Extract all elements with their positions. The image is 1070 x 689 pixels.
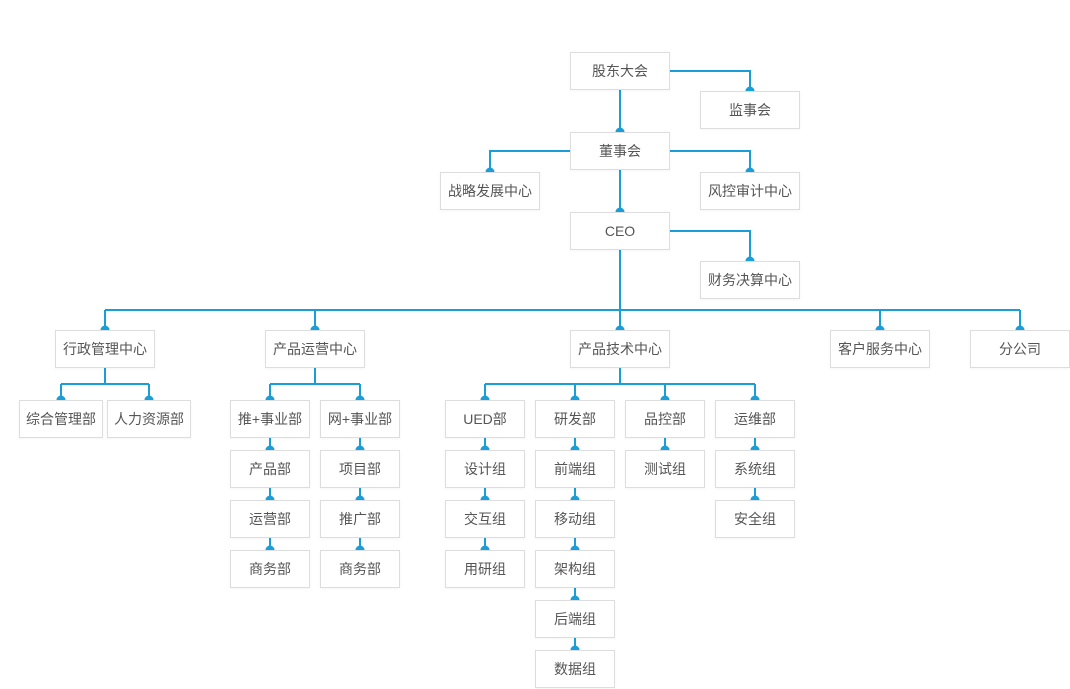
node-ued-dept[interactable]: UED部 (445, 400, 525, 438)
node-security-team[interactable]: 安全组 (715, 500, 795, 538)
node-testing-team[interactable]: 测试组 (625, 450, 705, 488)
node-supervisory-board[interactable]: 监事会 (700, 91, 800, 129)
node-board-of-directors[interactable]: 董事会 (570, 132, 670, 170)
node-ceo[interactable]: CEO (570, 212, 670, 250)
node-ops-maintenance-dept[interactable]: 运维部 (715, 400, 795, 438)
node-tui-business-unit[interactable]: 推+事业部 (230, 400, 310, 438)
node-product-tech-center[interactable]: 产品技术中心 (570, 330, 670, 368)
node-risk-audit-center[interactable]: 风控审计中心 (700, 172, 800, 210)
node-shareholders-meeting[interactable]: 股东大会 (570, 52, 670, 90)
node-data-team[interactable]: 数据组 (535, 650, 615, 688)
node-user-research-team[interactable]: 用研组 (445, 550, 525, 588)
node-admin-center[interactable]: 行政管理中心 (55, 330, 155, 368)
connector-tech-children (484, 368, 756, 400)
node-wang-business-unit[interactable]: 网+事业部 (320, 400, 400, 438)
node-backend-team[interactable]: 后端组 (535, 600, 615, 638)
node-mobile-team[interactable]: 移动组 (535, 500, 615, 538)
connector-board-risk (670, 150, 751, 172)
node-strategy-center[interactable]: 战略发展中心 (440, 172, 540, 210)
node-business-dept-wang[interactable]: 商务部 (320, 550, 400, 588)
node-general-management-dept[interactable]: 综合管理部 (19, 400, 103, 438)
connector-ops-children (269, 368, 361, 400)
connector-shareholders-supervisory (670, 70, 751, 91)
node-qc-dept[interactable]: 品控部 (625, 400, 705, 438)
connector-board-strategy (489, 150, 570, 172)
node-design-team[interactable]: 设计组 (445, 450, 525, 488)
node-system-team[interactable]: 系统组 (715, 450, 795, 488)
node-product-dept[interactable]: 产品部 (230, 450, 310, 488)
node-interaction-team[interactable]: 交互组 (445, 500, 525, 538)
node-finance-center[interactable]: 财务决算中心 (700, 261, 800, 299)
node-architecture-team[interactable]: 架构组 (535, 550, 615, 588)
node-product-ops-center[interactable]: 产品运营中心 (265, 330, 365, 368)
node-hr-dept[interactable]: 人力资源部 (107, 400, 191, 438)
connector-admin-children (60, 368, 150, 400)
node-frontend-team[interactable]: 前端组 (535, 450, 615, 488)
node-branch-company[interactable]: 分公司 (970, 330, 1070, 368)
node-promotion-dept[interactable]: 推广部 (320, 500, 400, 538)
node-project-dept[interactable]: 项目部 (320, 450, 400, 488)
node-customer-service-center[interactable]: 客户服务中心 (830, 330, 930, 368)
node-operations-dept[interactable]: 运营部 (230, 500, 310, 538)
node-rd-dept[interactable]: 研发部 (535, 400, 615, 438)
connector-ceo-finance (670, 230, 751, 261)
node-business-dept-tui[interactable]: 商务部 (230, 550, 310, 588)
